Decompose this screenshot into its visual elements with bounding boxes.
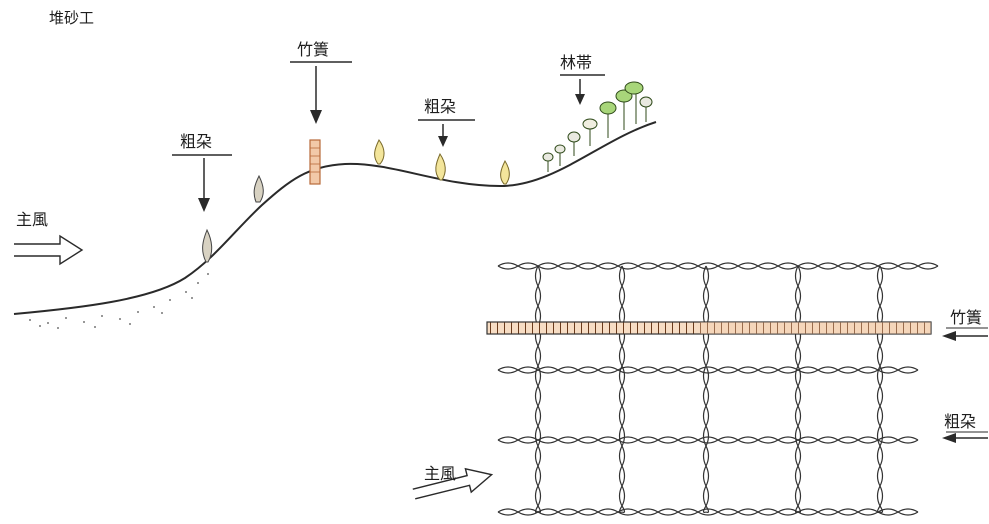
grid-col-3 xyxy=(702,265,710,513)
grid-col-1 xyxy=(534,265,542,513)
grid-row-5b xyxy=(497,508,919,516)
bamboo-fence-band-tint xyxy=(700,322,931,334)
dune-surface-line xyxy=(13,121,657,315)
shrub-1 xyxy=(374,139,385,165)
wind-label-plan: 主風 xyxy=(424,464,457,483)
bamboo-fence-arrowhead xyxy=(310,110,322,124)
grid-row-4b xyxy=(497,436,919,444)
grid-col-4b xyxy=(794,265,802,513)
grid-row-3 xyxy=(497,366,919,374)
grid-col-1b xyxy=(534,265,542,513)
brushwood-mid-label: 粗朶 xyxy=(424,97,457,116)
brushwood-mid-arrowhead xyxy=(438,136,448,147)
grid-col-4 xyxy=(794,265,802,513)
brushwood-left-arrowhead xyxy=(198,198,210,212)
brushwood-plan-label: 粗朶 xyxy=(944,412,977,431)
brushwood-plan-arrowhead xyxy=(942,433,956,443)
grid-col-2b xyxy=(618,265,626,513)
diagram-title: 堆砂工 xyxy=(49,9,95,27)
bamboo-fence-post xyxy=(309,139,321,185)
bamboo-fence-band xyxy=(486,321,932,335)
brushwood-left-bush xyxy=(202,228,213,263)
fence-grid-plan xyxy=(497,262,939,516)
grid-col-5b xyxy=(876,265,884,513)
shrub-2 xyxy=(435,152,446,181)
bamboo-plan-label: 竹簀 xyxy=(950,308,983,327)
brushwood-slope-bush xyxy=(253,174,264,203)
wind-arrow-plan xyxy=(412,467,494,500)
forest-trees xyxy=(542,81,653,172)
forest-belt-arrowhead xyxy=(575,94,585,105)
grid-row-1b xyxy=(497,262,939,270)
forest-belt-label: 林帯 xyxy=(560,53,593,72)
bamboo-fence-label: 竹簀 xyxy=(297,40,330,59)
bamboo-plan-arrowhead xyxy=(942,331,956,341)
wind-label-profile: 主風 xyxy=(16,210,49,229)
brushwood-left-label: 粗朶 xyxy=(180,132,213,151)
grid-col-2 xyxy=(618,265,626,513)
shrub-3 xyxy=(500,159,510,185)
grid-col-3b xyxy=(702,265,710,513)
wind-arrow-profile xyxy=(14,234,84,266)
dune-profile xyxy=(13,61,657,329)
sand-stipple xyxy=(29,273,209,329)
grid-col-5 xyxy=(876,265,884,513)
